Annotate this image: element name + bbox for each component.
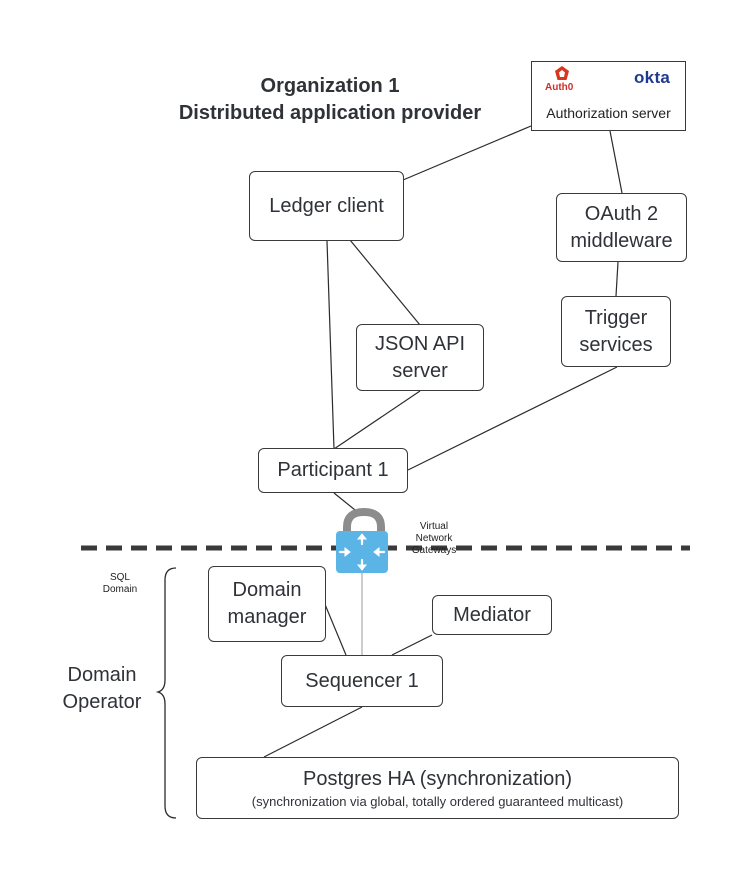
trigger-label-line-2: services — [579, 333, 653, 356]
gateway-label: Virtual Network Gateways — [404, 521, 464, 557]
edge-ledger-auth — [402, 125, 532, 181]
edge-ledger-json — [349, 239, 421, 326]
edge-trigger-participant — [407, 366, 618, 471]
edge-mediator-sequencer — [391, 634, 433, 656]
gateway-label-line-1: Virtual — [419, 521, 449, 532]
diagram-title: Organization 1 Distributed application p… — [150, 73, 510, 127]
json-label-line-1: JSON API — [374, 332, 466, 355]
postgres-title: Postgres HA (synchronization) — [302, 767, 572, 790]
okta-logo: okta — [634, 68, 671, 87]
domain-operator-label: Domain Operator — [48, 662, 156, 716]
trigger-label-line-1: Trigger — [584, 306, 648, 329]
domain-operator-brace — [155, 567, 177, 819]
postgres-ha-node: Postgres HA (synchronization) (synchroni… — [196, 757, 679, 819]
edge-json-participant — [333, 390, 421, 450]
edge-sequencer-postgres — [263, 706, 363, 758]
sql-domain-line-2: Domain — [102, 584, 138, 595]
sql-domain-label: SQL Domain — [98, 572, 142, 596]
mediator-node: Mediator — [432, 595, 552, 635]
gateway-label-line-3: Gateways — [411, 545, 457, 556]
oauth-label-line-2: middleware — [570, 229, 673, 252]
oauth-label-line-1: OAuth 2 — [584, 202, 659, 225]
domain-manager-line-2: manager — [227, 606, 307, 628]
participant-1-node: Participant 1 — [258, 448, 408, 493]
edge-domainmanager-sequencer — [323, 601, 347, 656]
domain-operator-line-2: Operator — [62, 691, 142, 713]
gateway-label-line-2: Network — [415, 533, 453, 544]
trigger-services-node: Trigger services — [561, 296, 671, 367]
title-line-1: Organization 1 — [260, 75, 400, 97]
domain-manager-node: Domain manager — [208, 566, 326, 642]
edge-oauth-trigger — [615, 261, 619, 297]
authorization-server-box: Auth0 okta Authorization server — [531, 61, 686, 131]
title-line-2: Distributed application provider — [178, 102, 482, 124]
postgres-subtitle: (synchronization via global, totally ord… — [251, 793, 624, 809]
participant-label: Participant 1 — [277, 459, 389, 481]
edge-ledger-participant — [326, 240, 335, 450]
ledger-client-label: Ledger client — [269, 194, 384, 217]
json-label-line-2: server — [392, 359, 448, 382]
ledger-client-node: Ledger client — [249, 171, 404, 241]
sequencer-label: Sequencer 1 — [305, 669, 419, 692]
oauth2-middleware-node: OAuth 2 middleware — [556, 193, 687, 262]
sequencer-1-node: Sequencer 1 — [281, 655, 443, 707]
json-api-server-node: JSON API server — [356, 324, 484, 391]
domain-manager-line-1: Domain — [232, 579, 302, 601]
authorization-server-label: Authorization server — [546, 105, 671, 121]
sql-domain-line-1: SQL — [109, 572, 130, 583]
domain-operator-line-1: Domain — [67, 664, 137, 686]
vpn-gateway-lock-icon — [336, 507, 388, 573]
auth0-logo-text: Auth0 — [545, 82, 574, 93]
edge-auth-oauth — [609, 130, 623, 194]
auth0-logo-icon — [555, 66, 569, 80]
mediator-label: Mediator — [453, 603, 531, 626]
